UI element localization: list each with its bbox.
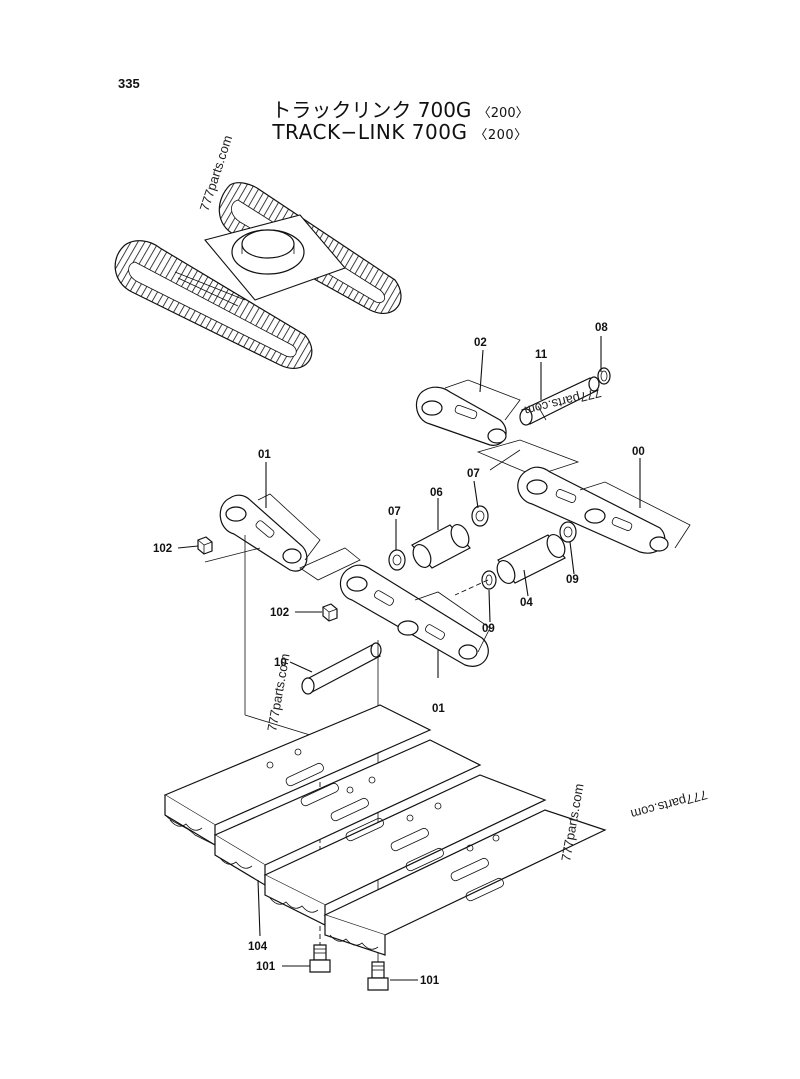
label-part-11: 11 (535, 349, 548, 361)
seal-09-center-inner (485, 574, 493, 586)
seal-07-left (388, 549, 406, 571)
label-part-04: 04 (520, 597, 533, 609)
snap-ring-08-inner (600, 370, 608, 382)
track-link-01-center (339, 564, 491, 667)
label-part-101-left: 101 (256, 961, 276, 973)
bolt-101-right (367, 961, 389, 991)
label-part-07-left: 07 (388, 506, 401, 518)
title-japanese-main: トラックリンク 700G (271, 98, 472, 122)
label-part-09-right: 09 (566, 574, 579, 586)
bushing-04 (496, 534, 566, 584)
label-part-01-upper: 01 (258, 449, 271, 461)
seal-07-right-inner (475, 510, 485, 522)
watermark-left: 777parts.com (264, 652, 292, 732)
undercarriage-overview (114, 182, 402, 370)
nut-102-lower (322, 603, 338, 622)
label-part-02: 02 (474, 337, 487, 349)
title-japanese-variant: 〈200〉 (477, 106, 529, 121)
label-part-07-right: 07 (467, 468, 480, 480)
label-part-102-lower: 102 (270, 607, 289, 619)
label-part-09-center: 09 (482, 623, 495, 635)
seal-09-right-inner (563, 526, 573, 538)
label-part-104: 104 (248, 941, 268, 953)
nut-102-upper (197, 536, 213, 555)
bushing-06 (411, 524, 471, 569)
seal-07-left-inner (392, 554, 402, 566)
label-part-10: 10 (274, 657, 287, 669)
snap-ring-08 (597, 367, 611, 385)
label-part-00: 00 (632, 446, 645, 458)
label-part-101-right: 101 (420, 975, 440, 987)
pin-11 (519, 376, 600, 426)
pin-10 (301, 642, 382, 695)
seal-07-right (471, 505, 489, 527)
label-part-01-lower: 01 (432, 703, 445, 715)
title-english-main: TRACK−LINK 700G (272, 120, 468, 144)
title-japanese: トラックリンク 700G 〈200〉 (0, 94, 800, 123)
track-shoes-104 (163, 704, 607, 956)
seal-09-right (559, 521, 577, 543)
label-part-06: 06 (430, 487, 443, 499)
track-link-00 (517, 466, 691, 554)
title-english: TRACK−LINK 700G 〈200〉 (0, 120, 800, 144)
track-link-02 (416, 379, 521, 446)
track-link-01-left (219, 493, 321, 572)
label-part-102-upper: 102 (153, 543, 172, 555)
section-plane-upper (476, 439, 580, 477)
label-part-08: 08 (595, 322, 608, 334)
watermark-lower-right: 777parts.com (629, 787, 709, 822)
leader-lines (177, 336, 641, 981)
seal-09-center (481, 570, 497, 590)
bolt-101-left (309, 944, 331, 973)
page-number: 335 (118, 76, 140, 91)
title-english-variant: 〈200〉 (474, 128, 528, 143)
section-plane-middle (299, 547, 361, 581)
